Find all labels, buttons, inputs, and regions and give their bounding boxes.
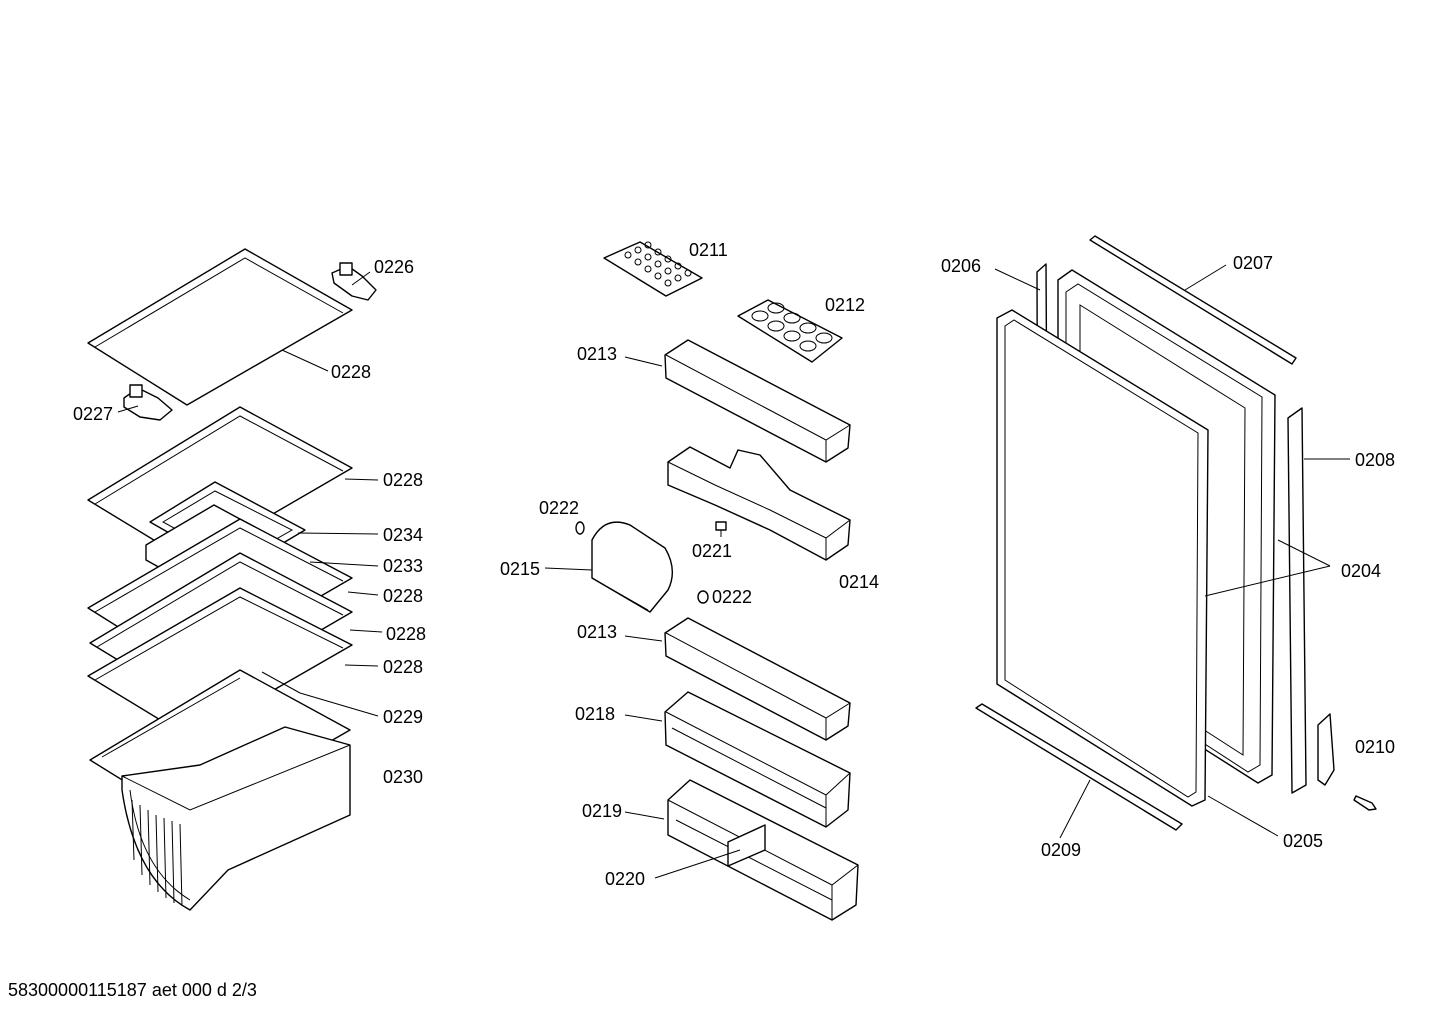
part-number-labels: 0226 0228 0227 0228 0234 0233 0228 0228 … bbox=[73, 240, 1395, 889]
label-0233: 0233 bbox=[383, 556, 423, 576]
part-0215-flap-cover bbox=[591, 521, 673, 613]
label-0208: 0208 bbox=[1355, 450, 1395, 470]
part-0210-hinge bbox=[1317, 713, 1335, 786]
label-0219: 0219 bbox=[582, 801, 622, 821]
label-0228-4: 0228 bbox=[386, 624, 426, 644]
label-0215: 0215 bbox=[500, 559, 540, 579]
part-0213-door-shelf-lower bbox=[664, 617, 851, 741]
label-0206: 0206 bbox=[941, 256, 981, 276]
document-footer-code: 58300000115187 aet 000 d 2/3 bbox=[8, 980, 257, 1000]
label-0209: 0209 bbox=[1041, 840, 1081, 860]
part-0207-top-trim bbox=[1089, 235, 1297, 365]
label-0213-top: 0213 bbox=[577, 344, 617, 364]
label-0222-a: 0222 bbox=[539, 498, 579, 518]
label-0212: 0212 bbox=[825, 295, 865, 315]
label-0218: 0218 bbox=[575, 704, 615, 724]
part-0226-shelf-clip bbox=[331, 262, 377, 301]
part-0214-bottle-holder bbox=[667, 446, 851, 561]
part-0205-door-gasket bbox=[996, 309, 1209, 807]
label-0222-b: 0222 bbox=[712, 587, 752, 607]
label-0207: 0207 bbox=[1233, 253, 1273, 273]
shelf-group bbox=[87, 248, 377, 911]
label-0228-3: 0228 bbox=[383, 586, 423, 606]
door-accessory-group bbox=[575, 241, 859, 921]
label-0228-2: 0228 bbox=[383, 470, 423, 490]
label-0210: 0210 bbox=[1355, 737, 1395, 757]
door-assembly-group bbox=[975, 235, 1377, 831]
part-0222-washer-a bbox=[575, 521, 585, 535]
part-0211-ice-tray bbox=[603, 241, 703, 297]
part-0208-side-trim bbox=[1287, 407, 1307, 794]
part-0228-top-shelf bbox=[87, 248, 353, 406]
part-0227-shelf-clip bbox=[123, 384, 173, 421]
label-0226: 0226 bbox=[374, 257, 414, 277]
part-0230-crisper-drawer bbox=[121, 726, 351, 911]
label-0220: 0220 bbox=[605, 869, 645, 889]
part-screw bbox=[1353, 795, 1377, 811]
leader-lines bbox=[117, 264, 1350, 879]
part-0218-door-shelf bbox=[664, 691, 851, 828]
label-0204: 0204 bbox=[1341, 561, 1381, 581]
label-0211: 0211 bbox=[689, 240, 728, 260]
part-0222-washer-b bbox=[697, 590, 709, 604]
part-0228-shelf-5 bbox=[87, 587, 353, 739]
label-0214: 0214 bbox=[839, 572, 879, 592]
label-0228-5: 0228 bbox=[383, 657, 423, 677]
part-0213-door-shelf-top bbox=[664, 339, 851, 463]
label-0234: 0234 bbox=[383, 525, 423, 545]
part-0212-egg-tray bbox=[737, 299, 843, 363]
part-0221-pin bbox=[715, 521, 727, 537]
label-0205: 0205 bbox=[1283, 831, 1323, 851]
part-0220-divider bbox=[727, 824, 766, 867]
label-0213-lower: 0213 bbox=[577, 622, 617, 642]
label-0230: 0230 bbox=[383, 767, 423, 787]
label-0221: 0221 bbox=[692, 541, 732, 561]
label-0227: 0227 bbox=[73, 404, 113, 424]
label-0229: 0229 bbox=[383, 707, 423, 727]
part-0209-bottom-trim bbox=[975, 703, 1183, 831]
label-0228-top: 0228 bbox=[331, 362, 371, 382]
